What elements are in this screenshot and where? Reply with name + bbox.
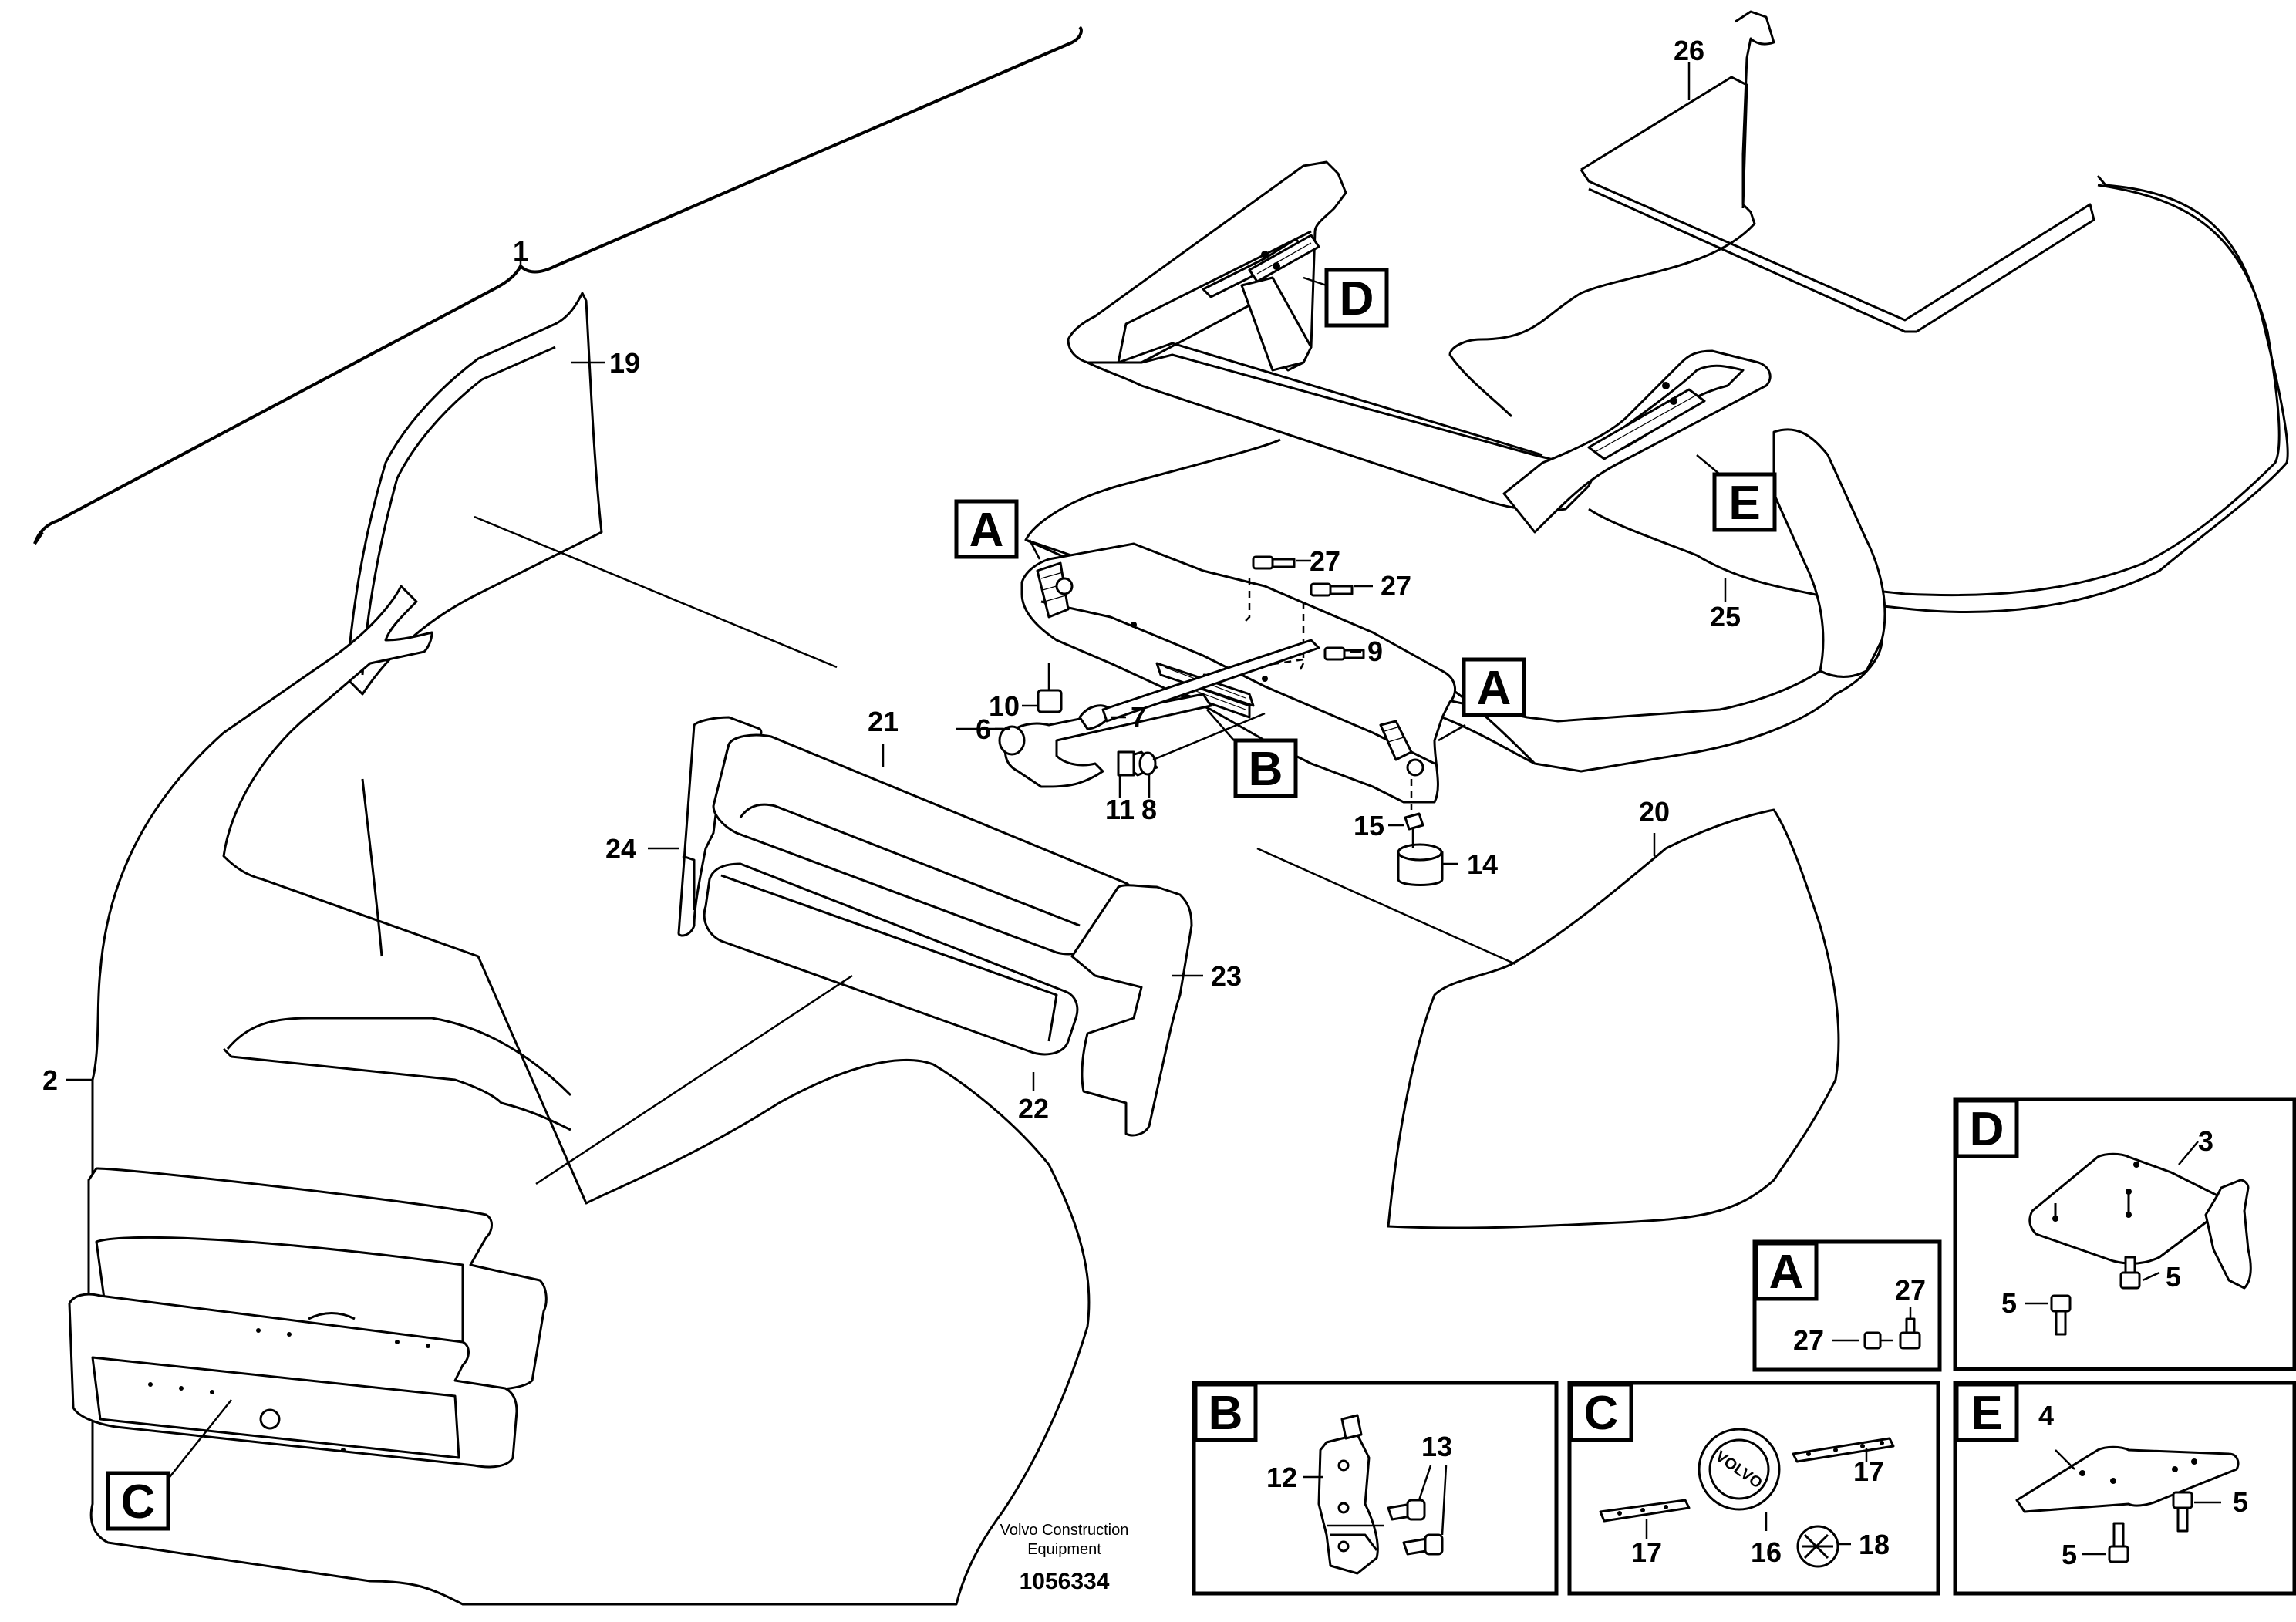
callout-labels: 1 2 3 4 5 5 5 5 6 7 8 9 10 11 12 13 14 1…	[42, 35, 2248, 1570]
tag-label: A	[1769, 1246, 1804, 1299]
nut-15	[1388, 812, 1424, 831]
callout-13: 13	[1421, 1431, 1452, 1462]
hood-grille	[68, 1167, 548, 1516]
callout-17-b: 17	[1853, 1455, 1884, 1487]
callout-9: 9	[1367, 636, 1383, 667]
tag-C: C	[106, 1471, 170, 1531]
side-panel-right	[1256, 808, 1840, 1229]
credit-line-1: Volvo Construction	[1000, 1522, 1129, 1539]
callout-10: 10	[989, 690, 1020, 722]
callout-25: 25	[1710, 601, 1741, 632]
tag-label: B	[1209, 1387, 1243, 1440]
credit-line-2: Equipment	[1027, 1541, 1101, 1558]
bolt-27-b	[1310, 582, 1373, 597]
callout-17-a: 17	[1631, 1536, 1662, 1568]
cab-frame-ring	[1588, 175, 2289, 613]
tag-label: B	[1249, 743, 1283, 796]
callout-12: 12	[1266, 1462, 1297, 1493]
callout-27-b: 27	[1381, 570, 1411, 602]
callout-1: 1	[513, 235, 528, 267]
tag-B: B	[1233, 738, 1298, 798]
bolt-27-a	[1252, 555, 1311, 570]
seal-strip	[1448, 10, 2095, 418]
tag-A-right: A	[1462, 657, 1526, 717]
callout-11: 11	[1105, 794, 1135, 825]
callout-5-e1: 5	[2233, 1486, 2248, 1518]
tag-label: C	[1584, 1387, 1619, 1440]
detail-view-D: D	[1953, 1097, 2296, 1371]
callout-24: 24	[605, 833, 636, 865]
grille-frame-right	[1070, 884, 1203, 1137]
detail-view-C: C VOLVO	[1567, 1381, 1940, 1596]
screw-9	[1323, 646, 1365, 661]
cab-frame-structure	[1024, 160, 1886, 773]
assembly-bracket	[33, 25, 1083, 545]
callout-5-d2: 5	[2166, 1261, 2181, 1293]
tag-label: D	[1970, 1103, 2004, 1156]
tag-label: A	[969, 504, 1004, 557]
callout-5-d1: 5	[2001, 1287, 2017, 1319]
grille-bottom-panel	[535, 862, 1079, 1185]
credit-block: Volvo Construction Equipment 1056334	[1000, 1522, 1129, 1594]
callout-21: 21	[868, 706, 899, 737]
tag-label: E	[1728, 477, 1760, 530]
callout-16: 16	[1751, 1536, 1782, 1568]
callout-20: 20	[1639, 796, 1670, 828]
tag-label: E	[1971, 1387, 2002, 1440]
callout-27-detail-a: 27	[1793, 1324, 1824, 1356]
callout-3: 3	[2198, 1125, 2213, 1157]
detail-view-A: A	[1752, 1239, 1942, 1372]
callout-27-a: 27	[1310, 545, 1340, 577]
tag-label: C	[121, 1475, 156, 1529]
rubber-mount	[1397, 829, 1458, 886]
callout-19: 19	[609, 347, 640, 379]
callout-6: 6	[976, 713, 991, 745]
tag-D: D	[1324, 268, 1389, 328]
callout-7: 7	[1131, 701, 1146, 733]
detail-view-E: E	[1953, 1381, 2296, 1596]
tag-E: E	[1712, 472, 1777, 532]
callout-18: 18	[1859, 1529, 1890, 1560]
callout-4: 4	[2038, 1400, 2054, 1431]
tag-A-top: A	[954, 499, 1019, 559]
callout-27-detail-b: 27	[1895, 1274, 1926, 1306]
detail-view-B: B	[1192, 1381, 1559, 1596]
callout-14: 14	[1467, 848, 1498, 880]
tag-label: A	[1477, 662, 1512, 715]
callout-8: 8	[1141, 794, 1157, 825]
callout-26: 26	[1674, 35, 1704, 66]
handle-assembly	[956, 639, 1320, 798]
callout-22: 22	[1018, 1093, 1049, 1125]
tag-label: D	[1340, 272, 1374, 325]
callout-15: 15	[1354, 810, 1384, 841]
callout-5-e2: 5	[2062, 1539, 2077, 1570]
side-panel-left	[346, 292, 838, 696]
hood	[66, 585, 1091, 1606]
callout-2: 2	[42, 1064, 58, 1096]
document-number: 1056334	[1020, 1569, 1110, 1594]
callout-23: 23	[1211, 960, 1242, 992]
